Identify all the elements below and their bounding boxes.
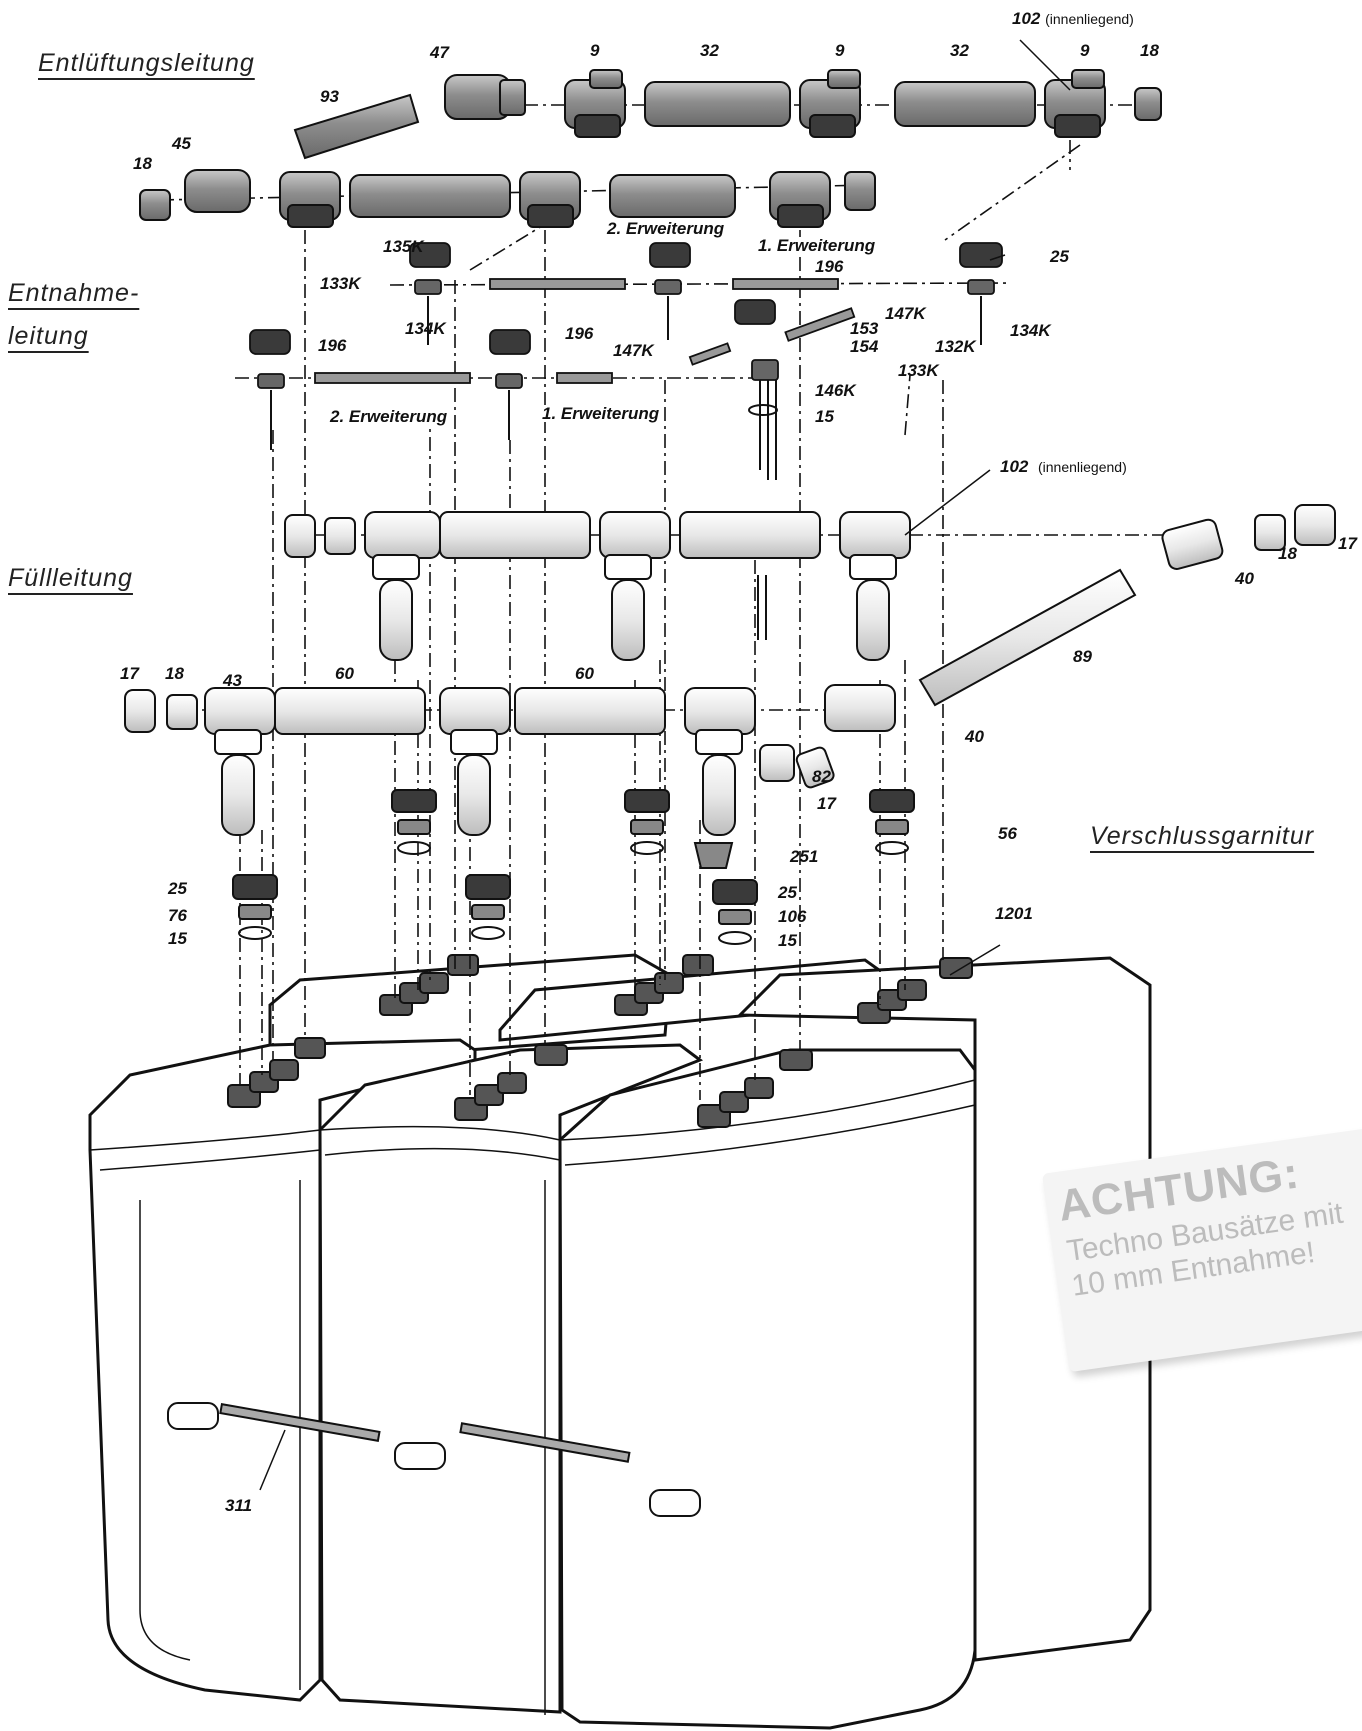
part-label: 82: [812, 767, 831, 786]
part-label: 154: [850, 337, 879, 356]
part-label: 134K: [1010, 321, 1051, 340]
part-label: 56: [998, 824, 1017, 843]
part-label: 60: [575, 664, 594, 683]
part-label: 311: [225, 1496, 253, 1515]
part-label: 32: [950, 41, 969, 60]
part-label: 18: [165, 664, 184, 683]
part-label: 93: [320, 87, 339, 106]
part-label: 134K: [405, 319, 446, 338]
draw-line-parts: [249, 242, 1003, 640]
extension-label: 1. Erweiterung: [540, 404, 662, 423]
tank-details: [89, 1079, 976, 1715]
part-label: 18: [1140, 41, 1159, 60]
leader-lines: [259, 39, 1071, 1491]
part-label: 9: [590, 41, 600, 60]
section-fill-line: Füllleitung: [8, 564, 133, 592]
section-closure-set: Verschlussgarnitur: [1090, 822, 1315, 850]
part-label: 15: [778, 931, 797, 950]
part-label: 1201: [995, 904, 1033, 923]
tank-front-2: [318, 1043, 704, 1714]
part-label: 43: [223, 671, 242, 690]
part-label: 18: [133, 154, 152, 173]
part-label: 196: [318, 336, 347, 355]
part-label: 40: [1235, 569, 1254, 588]
part-label-note: (innenliegend): [1038, 459, 1127, 475]
part-label: 133K: [320, 274, 361, 293]
section-draw-line-2: leitung: [8, 322, 89, 350]
part-label: 9: [1080, 41, 1090, 60]
tank-front-1: [88, 1038, 477, 1702]
section-draw-line-1: Entnahme-: [8, 279, 140, 307]
tanks: [88, 953, 1152, 1730]
part-label: 153: [850, 319, 879, 338]
vent-line-parts: [139, 69, 1162, 228]
part-label: 40: [965, 727, 984, 746]
part-label: 135K: [383, 237, 424, 256]
part-label: 47: [430, 43, 449, 62]
part-label: 25: [1050, 247, 1069, 266]
level-connector: [167, 1402, 701, 1517]
part-label: 147K: [613, 341, 654, 360]
part-label: 102 (innenliegend): [1012, 9, 1134, 28]
part-label: 251: [790, 847, 819, 866]
part-label: 102: [1000, 457, 1029, 476]
part-label: 17: [120, 664, 139, 683]
tank-front-3: [558, 1048, 977, 1730]
part-label: 146K: [815, 381, 856, 400]
part-label: 25: [168, 879, 187, 898]
extension-label: 2. Erweiterung: [605, 219, 727, 238]
tank-nipples: [227, 954, 973, 1128]
part-label: 9: [835, 41, 845, 60]
part-label: 76: [168, 906, 187, 925]
part-label: 132K: [935, 337, 976, 356]
part-label: 15: [168, 929, 187, 948]
part-label: 89: [1073, 647, 1092, 666]
extension-label: 2. Erweiterung: [328, 407, 450, 426]
part-label: 25: [778, 883, 797, 902]
part-label: 147K: [885, 304, 926, 323]
part-label: 32: [700, 41, 719, 60]
part-label: 60: [335, 664, 354, 683]
part-label: 17: [1338, 534, 1357, 553]
part-label: 196: [565, 324, 594, 343]
part-label: 196: [815, 257, 844, 276]
closure-parts: [232, 789, 915, 945]
extension-label: 1. Erweiterung: [756, 236, 878, 255]
part-label: 17: [817, 794, 836, 813]
part-label: 15: [815, 407, 834, 426]
part-label: 45: [172, 134, 191, 153]
part-label: 106: [778, 907, 807, 926]
fill-line-parts: [124, 504, 1336, 836]
part-label: 133K: [898, 361, 939, 380]
part-label: 18: [1278, 544, 1297, 563]
section-vent-line: Entlüftungsleitung: [38, 49, 255, 77]
